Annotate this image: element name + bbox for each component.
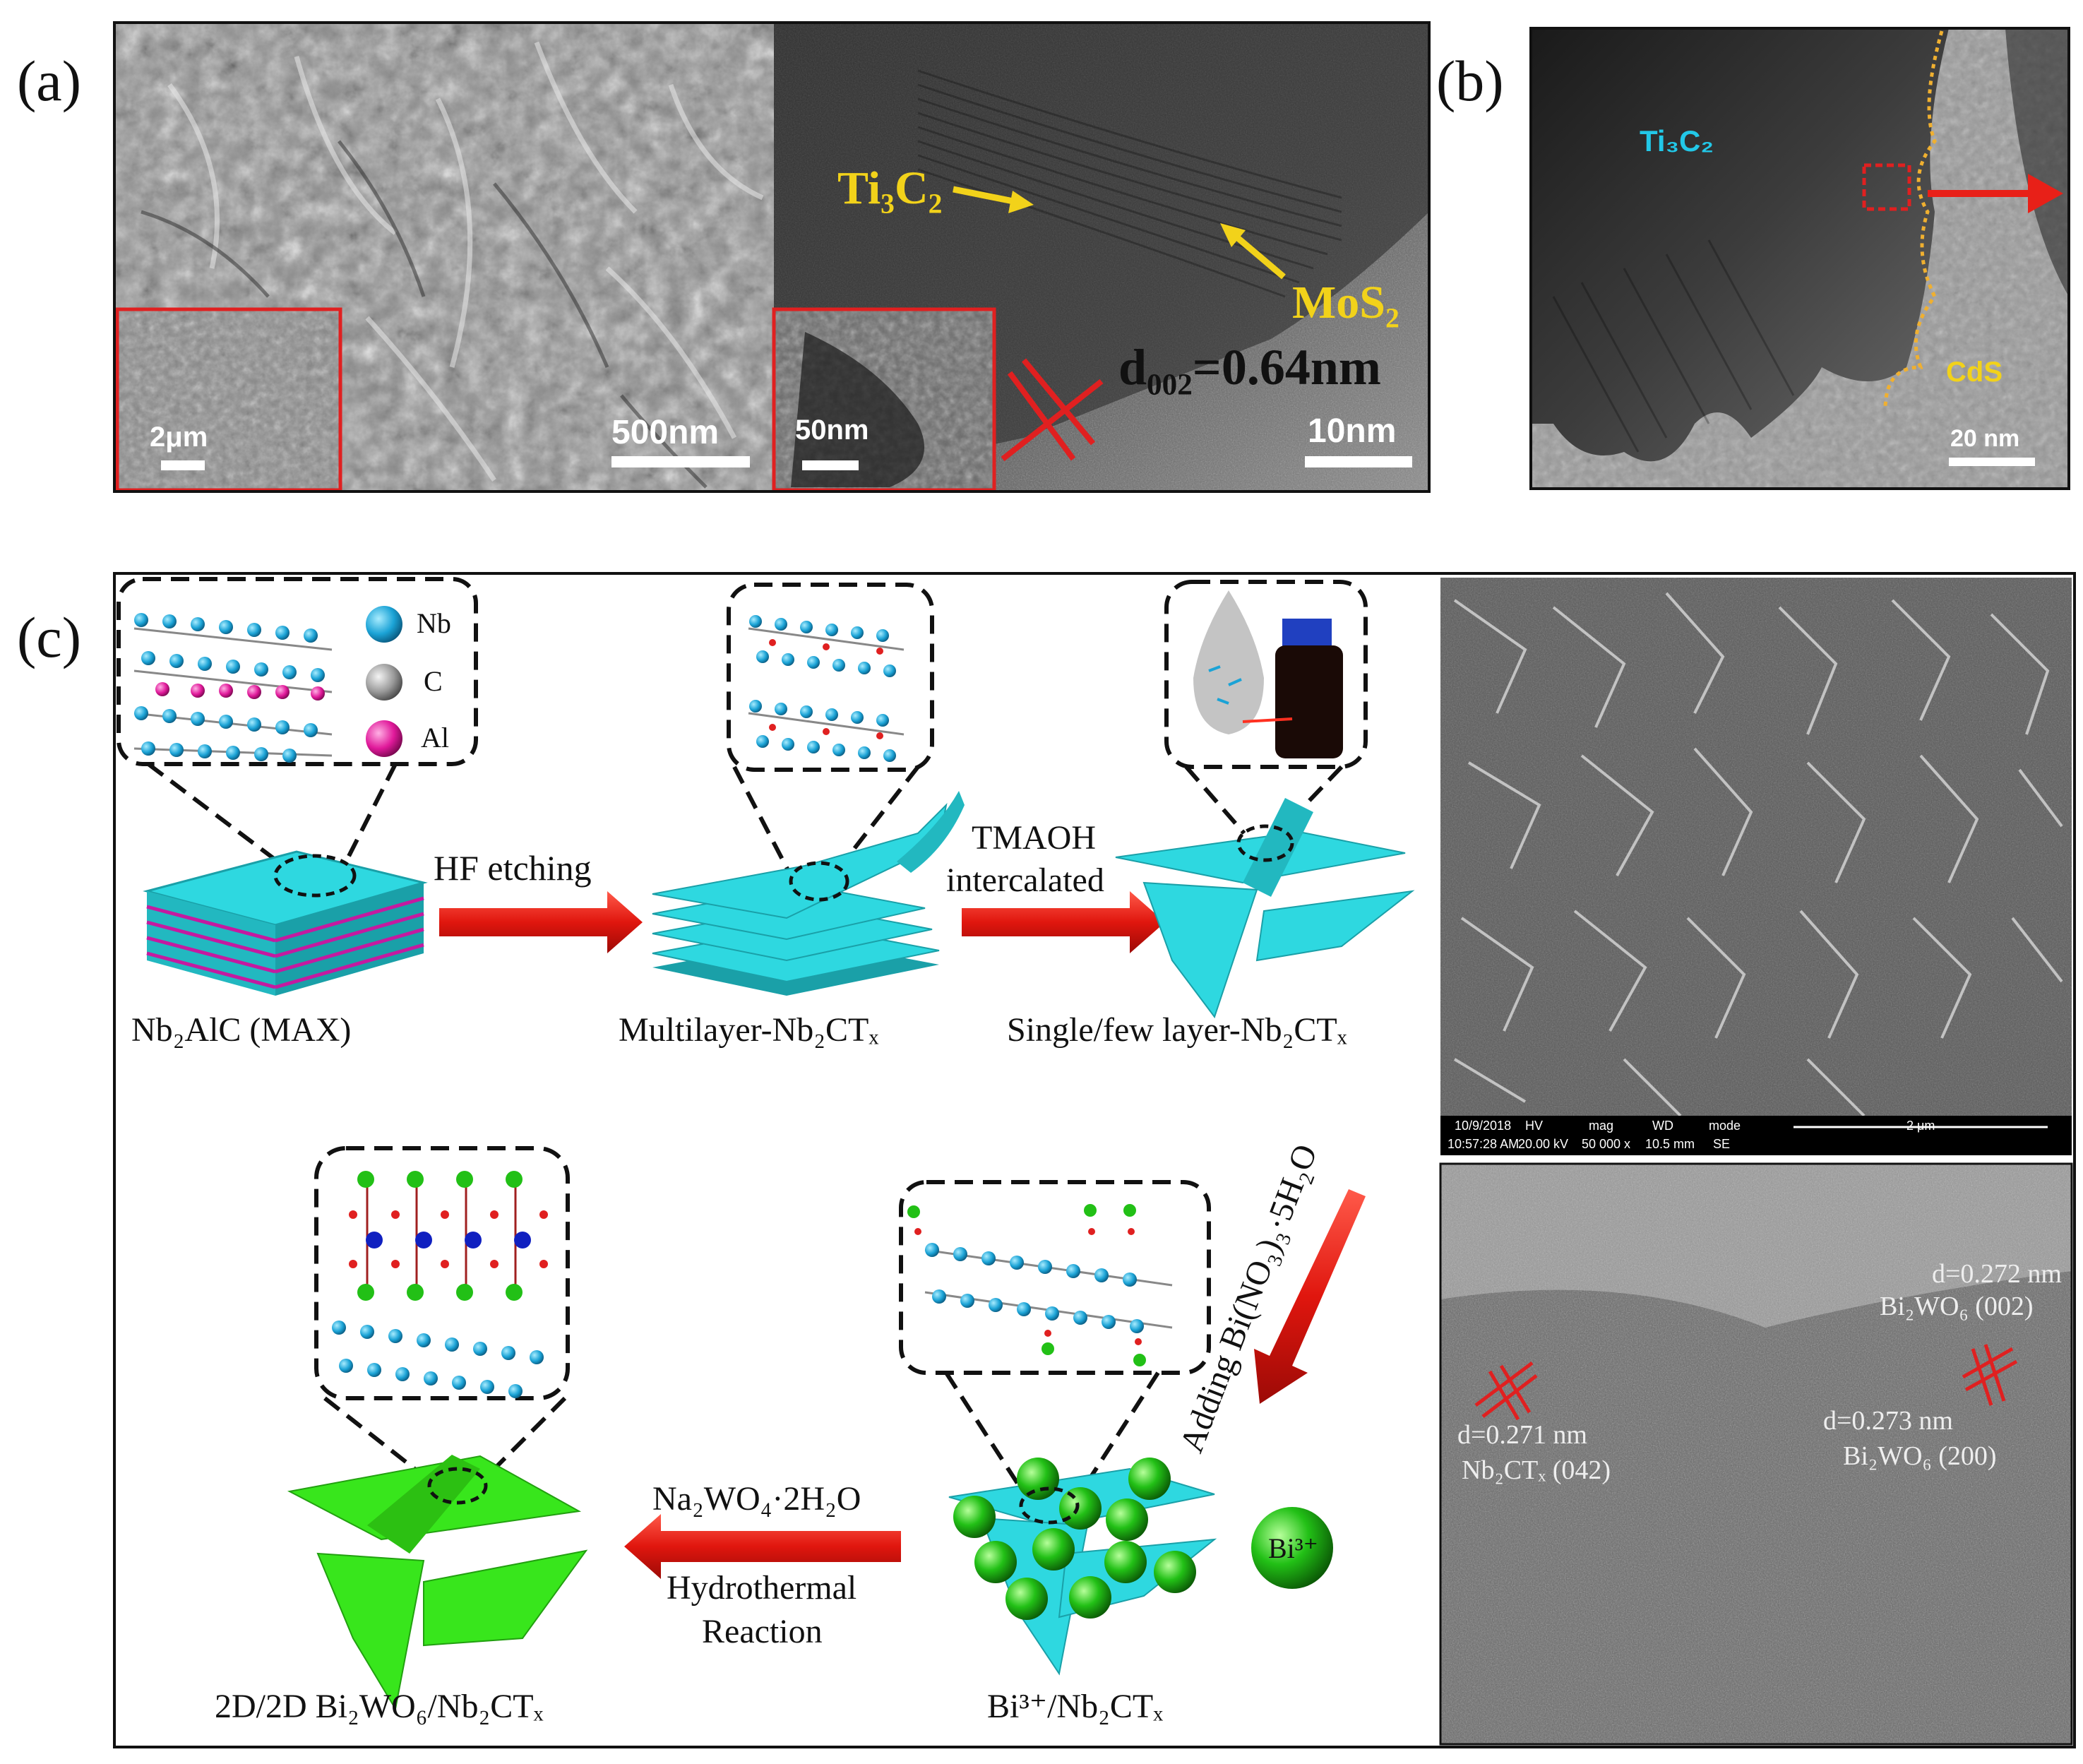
legend-c-atom	[366, 664, 402, 701]
bottle-cap	[1282, 619, 1332, 647]
bi-ion-ball	[1251, 1507, 1333, 1589]
d-spacing-label: d₀₀₂=0.64nm	[1118, 339, 1381, 395]
panel-a-sem-inset: 2μm	[115, 307, 342, 492]
lattice-marker-left	[1474, 1361, 1538, 1421]
tem-inset-scale-bar	[802, 460, 859, 470]
arrow-hf-etching	[439, 891, 643, 953]
label-mos2: MoS₂	[1292, 277, 1399, 328]
panel-c-letter: (c)	[17, 605, 81, 669]
label-cds: CdS	[1946, 357, 2003, 388]
legend-al-atom	[366, 720, 402, 757]
hrtem-d2: d=0.273 nm	[1823, 1406, 1953, 1436]
panel-a-frame	[113, 21, 1431, 493]
panel-a-tem-scale-bar	[1305, 456, 1412, 467]
arrow-b-head	[2028, 174, 2063, 213]
zoom-bubble-heterostructure	[314, 1146, 570, 1478]
single-layer-sheets	[1115, 798, 1415, 1019]
arrow-hydrothermal	[624, 1514, 901, 1579]
sem-h0: 10/9/2018	[1455, 1119, 1511, 1133]
tem-inset-scale-label: 50nm	[795, 415, 869, 446]
arrow-mos2-head	[1220, 223, 1246, 247]
hrtem-frame	[1439, 1162, 2073, 1746]
laser-beam	[1242, 717, 1293, 723]
selection-box-b	[1862, 163, 1911, 211]
sem-v3: 10.5 mm	[1645, 1137, 1695, 1151]
step4-label: Bi³⁺/Nb₂CTₓ	[987, 1688, 1163, 1725]
legend-nb-label: Nb	[417, 607, 451, 639]
arrow4-label-1: Na₂WO₄·2H₂O	[652, 1480, 861, 1518]
zoom-bubble-dispersion	[1164, 580, 1368, 835]
inset-scale-bar	[161, 460, 205, 470]
hrtem-d1-phase: Bi₂WO₆ (002)	[1880, 1292, 2034, 1321]
sem-v0: 10:57:28 AM	[1448, 1137, 1519, 1151]
zoom-bubble-max: Nb C Al	[117, 577, 478, 878]
max-block	[143, 850, 428, 996]
step3-label: Single/few layer-Nb₂CTₓ	[1007, 1011, 1347, 1049]
step1-label: Nb₂AlC (MAX)	[131, 1011, 351, 1049]
legend-nb-atom	[366, 606, 402, 643]
panel-a-tem-scale-label: 10nm	[1308, 412, 1396, 450]
sem-scale-label: 2 μm	[1906, 1119, 1935, 1133]
bi-loaded-sheets	[948, 1458, 1217, 1676]
panel-a-sem-scale-label: 500nm	[611, 414, 719, 451]
zoom-bubble-multilayer	[727, 583, 934, 877]
hrtem-d3: d=0.271 nm	[1457, 1420, 1587, 1450]
panel-a-tem-inset: 50nm	[772, 307, 996, 492]
sem-h3: WD	[1652, 1119, 1673, 1133]
arrow-ti3c2-head	[1008, 191, 1034, 213]
arrow4-label-2: Hydrothermal	[667, 1569, 857, 1607]
legend-c-label: C	[424, 665, 443, 697]
arrow2-label-1: TMAOH	[972, 819, 1096, 857]
sem-info-bar: 10/9/2018 HV mag WD mode 10:57:28 AM 20.…	[1440, 1116, 2072, 1155]
lattice-marker-right	[1962, 1344, 2018, 1406]
arrow-adding-bi	[1254, 1189, 1366, 1404]
inset-scale-label: 2μm	[150, 422, 208, 453]
panel-c-sem-image	[1440, 578, 2072, 1155]
sem-v2: 50 000 x	[1582, 1137, 1630, 1151]
panel-c-hrtem-image	[1440, 1164, 2072, 1744]
zoom-bubble-bi-loaded	[899, 1180, 1211, 1506]
sem-h4: mode	[1709, 1119, 1741, 1133]
label-ti3c2-b: Ti₃C₂	[1640, 124, 1714, 157]
interface-dotted-line	[1883, 30, 1944, 410]
arrow-tmaoh	[962, 891, 1165, 953]
legend-al-label: Al	[421, 722, 449, 753]
multilayer-stack	[652, 791, 965, 996]
panel-b-scale-bar	[1949, 458, 2035, 466]
panel-b-scale-label: 20 nm	[1950, 425, 2019, 452]
panel-b-frame	[1529, 27, 2070, 490]
panel-c-frame	[113, 572, 2076, 1748]
bottle-icon	[1275, 645, 1343, 758]
sem-v1: 20.00 kV	[1518, 1137, 1568, 1151]
sem-h2: mag	[1589, 1119, 1613, 1133]
hrtem-d2-phase: Bi₂WO₆ (200)	[1843, 1441, 1997, 1471]
bi-ball-label: Bi³⁺	[1268, 1532, 1318, 1564]
panel-a-letter: (a)	[17, 49, 81, 113]
panel-b-tem-image	[1531, 28, 2069, 489]
label-ti3c2-a: Ti₃C₂	[837, 162, 942, 214]
arrow4-label-3: Reaction	[702, 1613, 823, 1650]
sem-h1: HV	[1525, 1119, 1543, 1133]
hrtem-d1: d=0.272 nm	[1932, 1259, 2062, 1289]
arrow1-label: HF etching	[434, 848, 592, 888]
arrow2-label-2: intercalated	[946, 862, 1104, 899]
sem-v4: SE	[1713, 1137, 1730, 1151]
heterostructure-sheets	[287, 1455, 588, 1711]
lattice-marker-a	[1001, 358, 1104, 462]
panel-a-sem-scale-bar	[611, 456, 750, 467]
droplet-icon	[1193, 590, 1264, 734]
hrtem-d3-phase: Nb₂CTₓ (042)	[1462, 1455, 1611, 1485]
step5-label: 2D/2D Bi₂WO₆/Nb₂CTₓ	[215, 1688, 544, 1725]
step2-label: Multilayer-Nb₂CTₓ	[619, 1011, 878, 1049]
panel-b-letter: (b)	[1436, 49, 1504, 113]
